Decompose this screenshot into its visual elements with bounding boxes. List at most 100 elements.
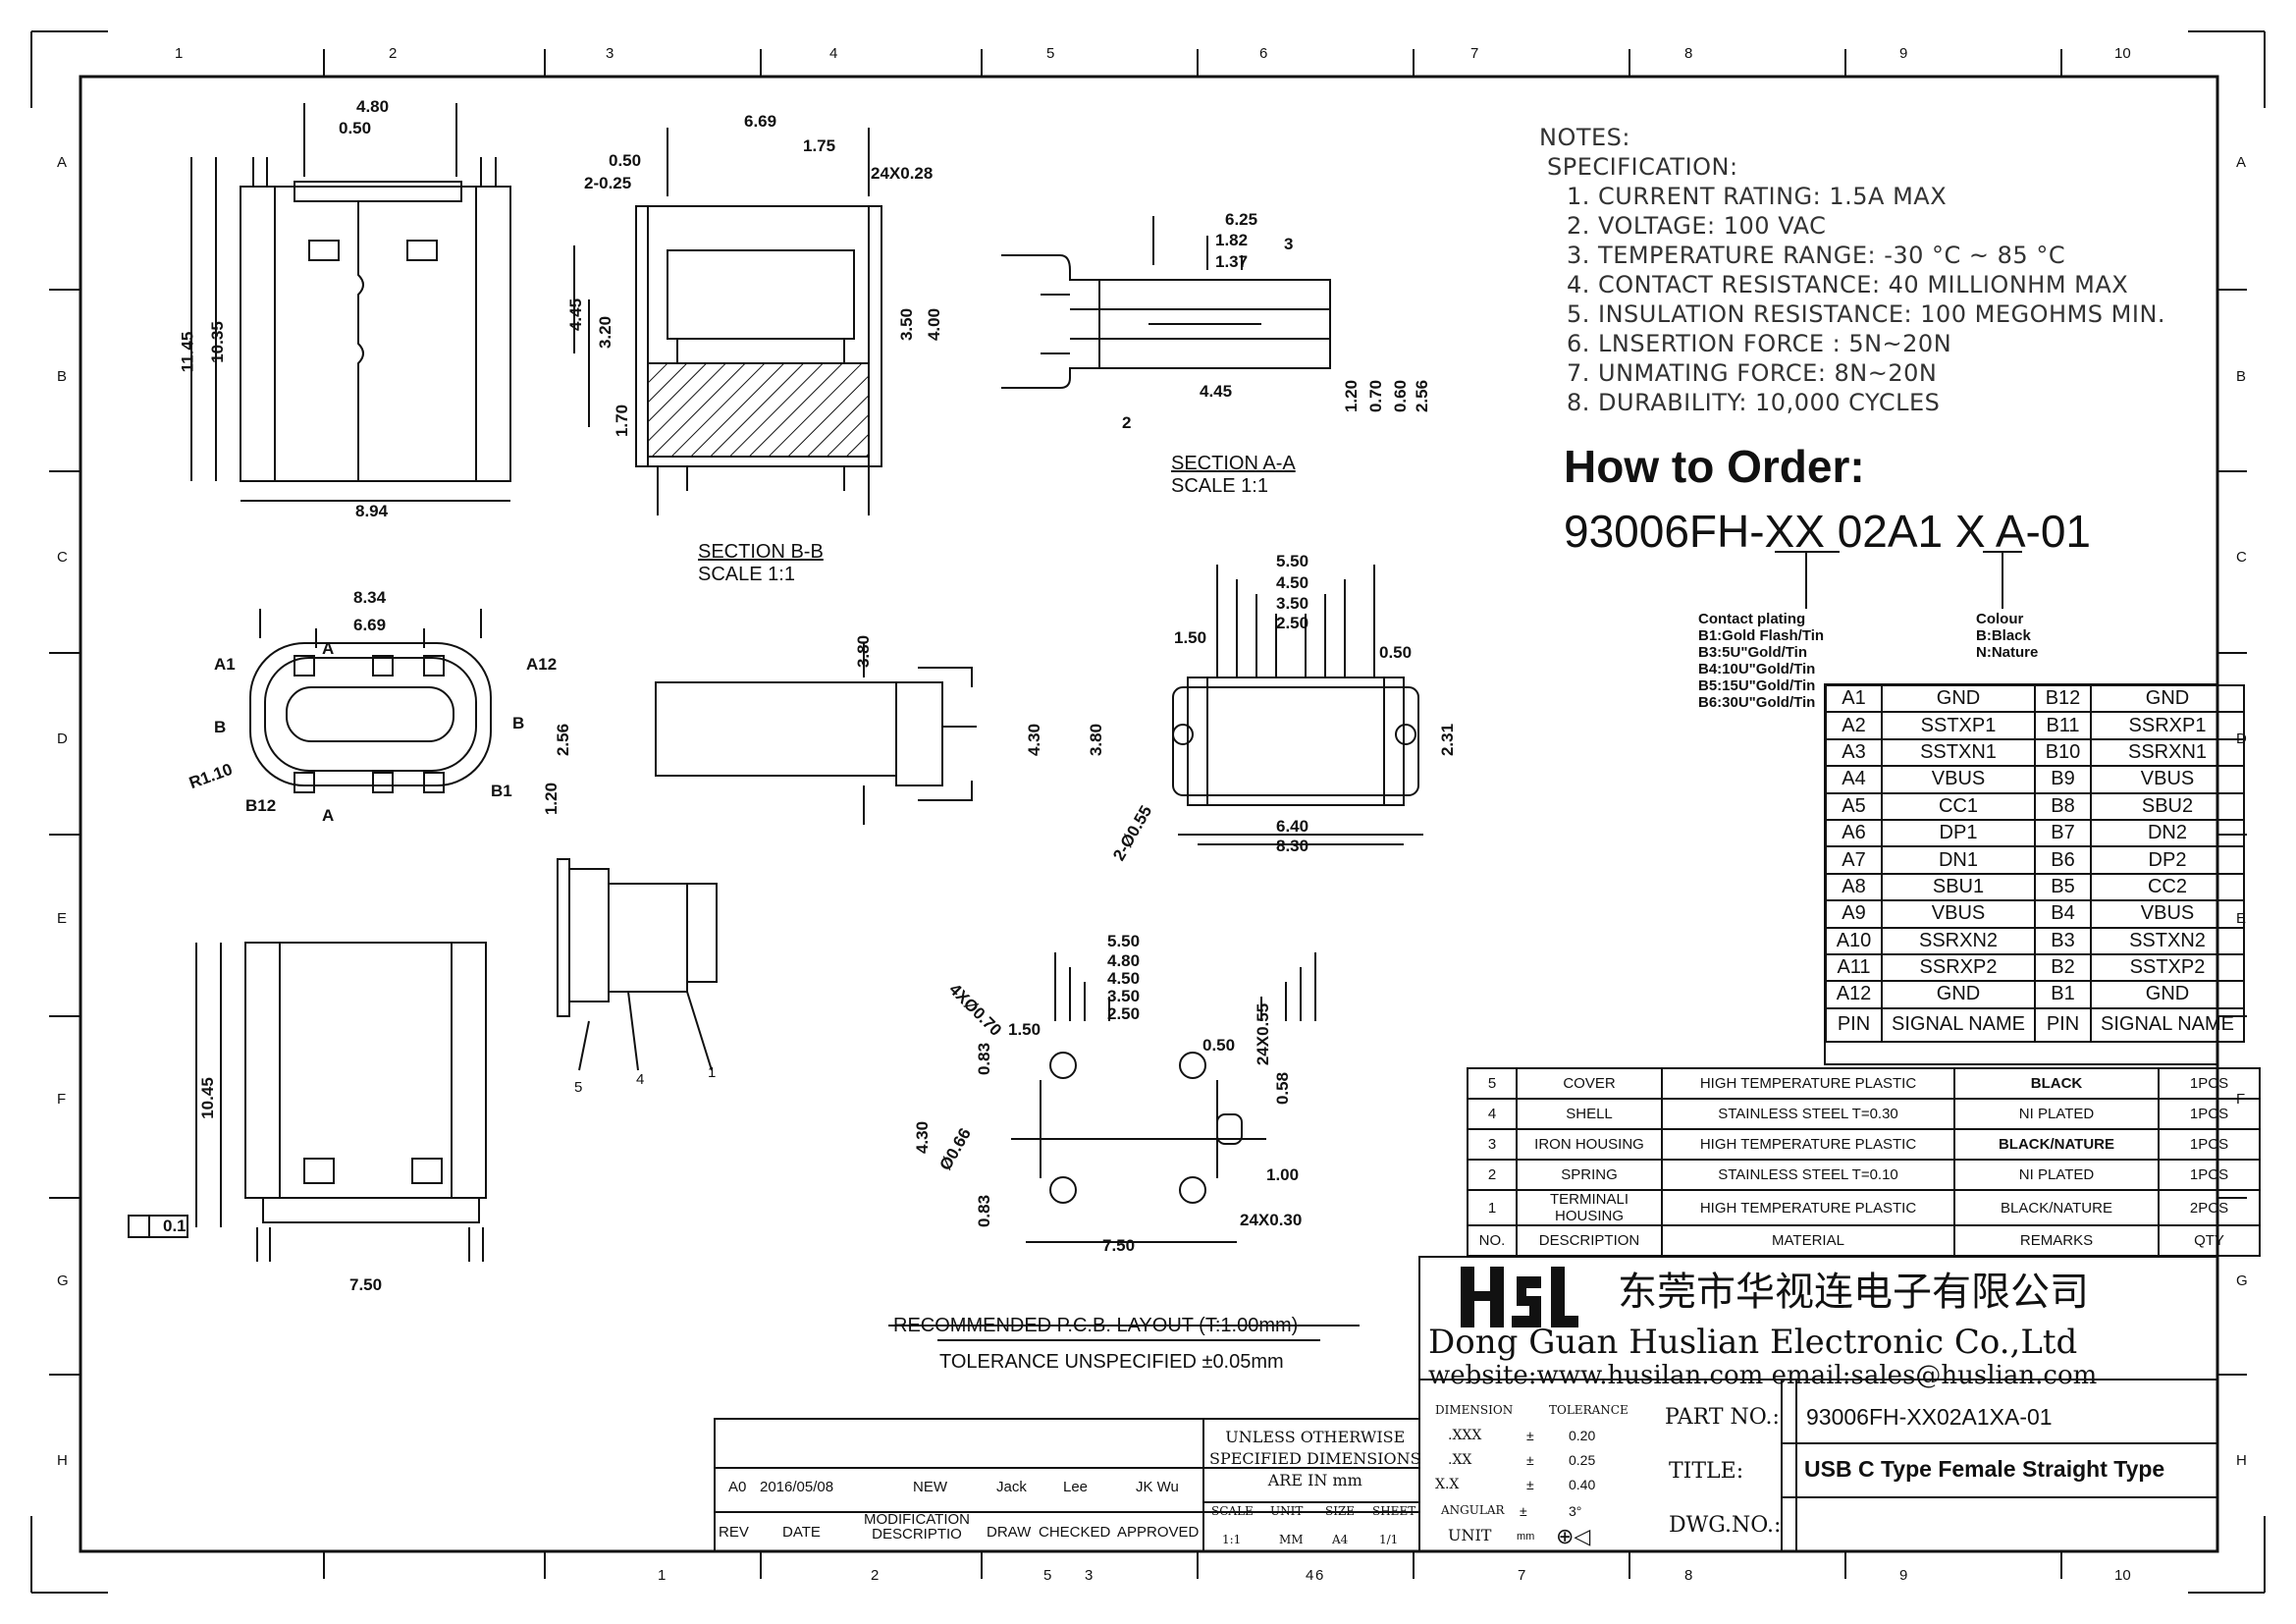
pin-cell: A6 bbox=[1825, 818, 1883, 848]
header-cell: SIGNAL NAME bbox=[1881, 1006, 2036, 1043]
dim-label: 3.20 bbox=[596, 315, 615, 350]
tolerance-angular-pm: ± bbox=[1520, 1503, 1527, 1519]
note-1: 1. CURRENT RATING: 1.5A MAX bbox=[1567, 183, 1948, 210]
plating-title: Contact plating bbox=[1698, 611, 1806, 627]
section-bb-label: SECTION B-B bbox=[698, 541, 824, 563]
ruler-row-a-right: A bbox=[2236, 154, 2247, 171]
ruler-bottom-9: 9 bbox=[1899, 1567, 1908, 1584]
callout-5: 5 bbox=[574, 1079, 583, 1096]
tolerance-xx: .XX bbox=[1448, 1452, 1472, 1468]
part-no-value: 93006FH-XX02A1XA-01 bbox=[1806, 1404, 2053, 1430]
bom-remarks: BLACK/NATURE bbox=[1953, 1128, 2160, 1161]
ruler-row-c: C bbox=[57, 549, 68, 566]
pin-cell: B6 bbox=[2034, 845, 2092, 875]
pin-cell: B7 bbox=[2034, 818, 2092, 848]
dim-label: A bbox=[322, 806, 335, 825]
dim-label: 1.00 bbox=[1266, 1165, 1300, 1184]
rev-date: 2016/05/08 bbox=[760, 1479, 834, 1495]
dim-label: A1 bbox=[214, 655, 236, 674]
signal-cell: SSRXP1 bbox=[2090, 711, 2245, 740]
dim-label: 10.35 bbox=[207, 321, 227, 363]
pin-cell: B12 bbox=[2034, 683, 2092, 714]
rev-approved: JK Wu bbox=[1136, 1479, 1179, 1495]
ruler-col-9: 9 bbox=[1899, 45, 1908, 62]
header-cell: PIN bbox=[2034, 1006, 2092, 1043]
dim-label: 4.80 bbox=[356, 97, 390, 116]
ruler-row-g: G bbox=[57, 1272, 69, 1289]
callout-1: 1 bbox=[708, 1064, 717, 1081]
ruler-row-b-right: B bbox=[2236, 368, 2247, 385]
note-7: 7. UNMATING FORCE: 8N~20N bbox=[1567, 359, 1938, 387]
scale-header-sheet: SHEET bbox=[1372, 1504, 1416, 1518]
signal-cell: SSRXN2 bbox=[1881, 926, 2036, 955]
ruler-col-6: 6 bbox=[1259, 45, 1268, 62]
company-name-cn: 东莞市华视连电子有限公司 bbox=[1618, 1270, 2089, 1315]
signal-cell: SSRXP2 bbox=[1881, 952, 2036, 983]
notes-subheading: SPECIFICATION: bbox=[1547, 153, 1738, 181]
pin-cell: A11 bbox=[1825, 952, 1883, 983]
dim-label: 1.70 bbox=[613, 404, 632, 438]
dim-label: A bbox=[322, 639, 335, 658]
ruler-col-8: 8 bbox=[1684, 45, 1693, 62]
ruler-row-d: D bbox=[57, 731, 68, 747]
dim-label: 4.45 bbox=[566, 298, 586, 332]
dim-label: 3.80 bbox=[854, 634, 874, 669]
colour-option-1: B:Black bbox=[1976, 627, 2031, 644]
bom-qty: 2PCS bbox=[2158, 1189, 2261, 1226]
bom-description: SPRING bbox=[1516, 1159, 1663, 1191]
section-aa-scale: SCALE 1:1 bbox=[1171, 475, 1268, 497]
bom-no: 2 bbox=[1467, 1159, 1518, 1191]
rev-description: NEW bbox=[913, 1479, 947, 1495]
signal-cell: GND bbox=[1881, 980, 2036, 1009]
dim-label: 4.30 bbox=[913, 1120, 933, 1155]
bom-material: HIGH TEMPERATURE PLASTIC bbox=[1661, 1067, 1955, 1100]
unit-value-mm: MM bbox=[1279, 1533, 1304, 1546]
pin-cell: A3 bbox=[1825, 737, 1883, 768]
pin-cell: A12 bbox=[1825, 980, 1883, 1009]
note-5: 5. INSULATION RESISTANCE: 100 MEGOHMS MI… bbox=[1567, 300, 2166, 328]
title-value: USB C Type Female Straight Type bbox=[1804, 1456, 2165, 1482]
ruler-bottom-4: 3 bbox=[1085, 1567, 1094, 1584]
scale-header-unit: UNIT bbox=[1270, 1504, 1304, 1518]
pin-cell: B1 bbox=[2034, 980, 2092, 1009]
bom-qty: 1PCS bbox=[2158, 1159, 2261, 1191]
signal-cell: DN2 bbox=[2090, 818, 2245, 848]
ruler-row-b: B bbox=[57, 368, 68, 385]
signal-cell: VBUS bbox=[1881, 899, 2036, 929]
ruler-bottom-5: 4 bbox=[1306, 1567, 1314, 1584]
note-6: 6. LNSERTION FORCE : 5N~20N bbox=[1567, 330, 1952, 357]
signal-cell: VBUS bbox=[2090, 899, 2245, 929]
ruler-col-7: 7 bbox=[1470, 45, 1479, 62]
tolerance-x-val: 0.40 bbox=[1569, 1477, 1596, 1492]
ruler-col-3: 3 bbox=[606, 45, 614, 62]
note-2: 2. VOLTAGE: 100 VAC bbox=[1567, 212, 1827, 240]
header-cell: DESCRIPTION bbox=[1516, 1224, 1663, 1257]
bom-no: 3 bbox=[1467, 1128, 1518, 1161]
tolerance-x: X.X bbox=[1435, 1477, 1460, 1492]
signal-cell: DN1 bbox=[1881, 845, 2036, 875]
dim-label: 8.30 bbox=[1276, 837, 1309, 855]
tolerance-header-dimension: DIMENSION bbox=[1435, 1403, 1514, 1417]
ruler-bottom-3: 5 bbox=[1043, 1567, 1052, 1584]
pcb-layout-title: RECOMMENDED P.C.B. LAYOUT (T:1.00mm) bbox=[893, 1315, 1299, 1336]
ruler-row-f: F bbox=[57, 1091, 67, 1108]
dim-label: 7.50 bbox=[349, 1275, 383, 1294]
signal-cell: GND bbox=[2090, 980, 2245, 1009]
date-header: DATE bbox=[782, 1524, 821, 1541]
dim-label: 8.34 bbox=[353, 588, 387, 607]
bom-no: 5 bbox=[1467, 1067, 1518, 1100]
bom-remarks: BLACK bbox=[1953, 1067, 2160, 1100]
bom-remarks: NI PLATED bbox=[1953, 1098, 2160, 1130]
signal-cell: VBUS bbox=[1881, 765, 2036, 794]
ruler-bottom-7: 7 bbox=[1518, 1567, 1526, 1584]
unless-line-2: SPECIFIED DIMENSIONS bbox=[1209, 1449, 1421, 1468]
bom-remarks: NI PLATED bbox=[1953, 1159, 2160, 1191]
signal-cell: SSTXN1 bbox=[1881, 737, 2036, 768]
company-logo bbox=[1461, 1267, 1578, 1327]
signal-cell: SSRXN1 bbox=[2090, 737, 2245, 768]
